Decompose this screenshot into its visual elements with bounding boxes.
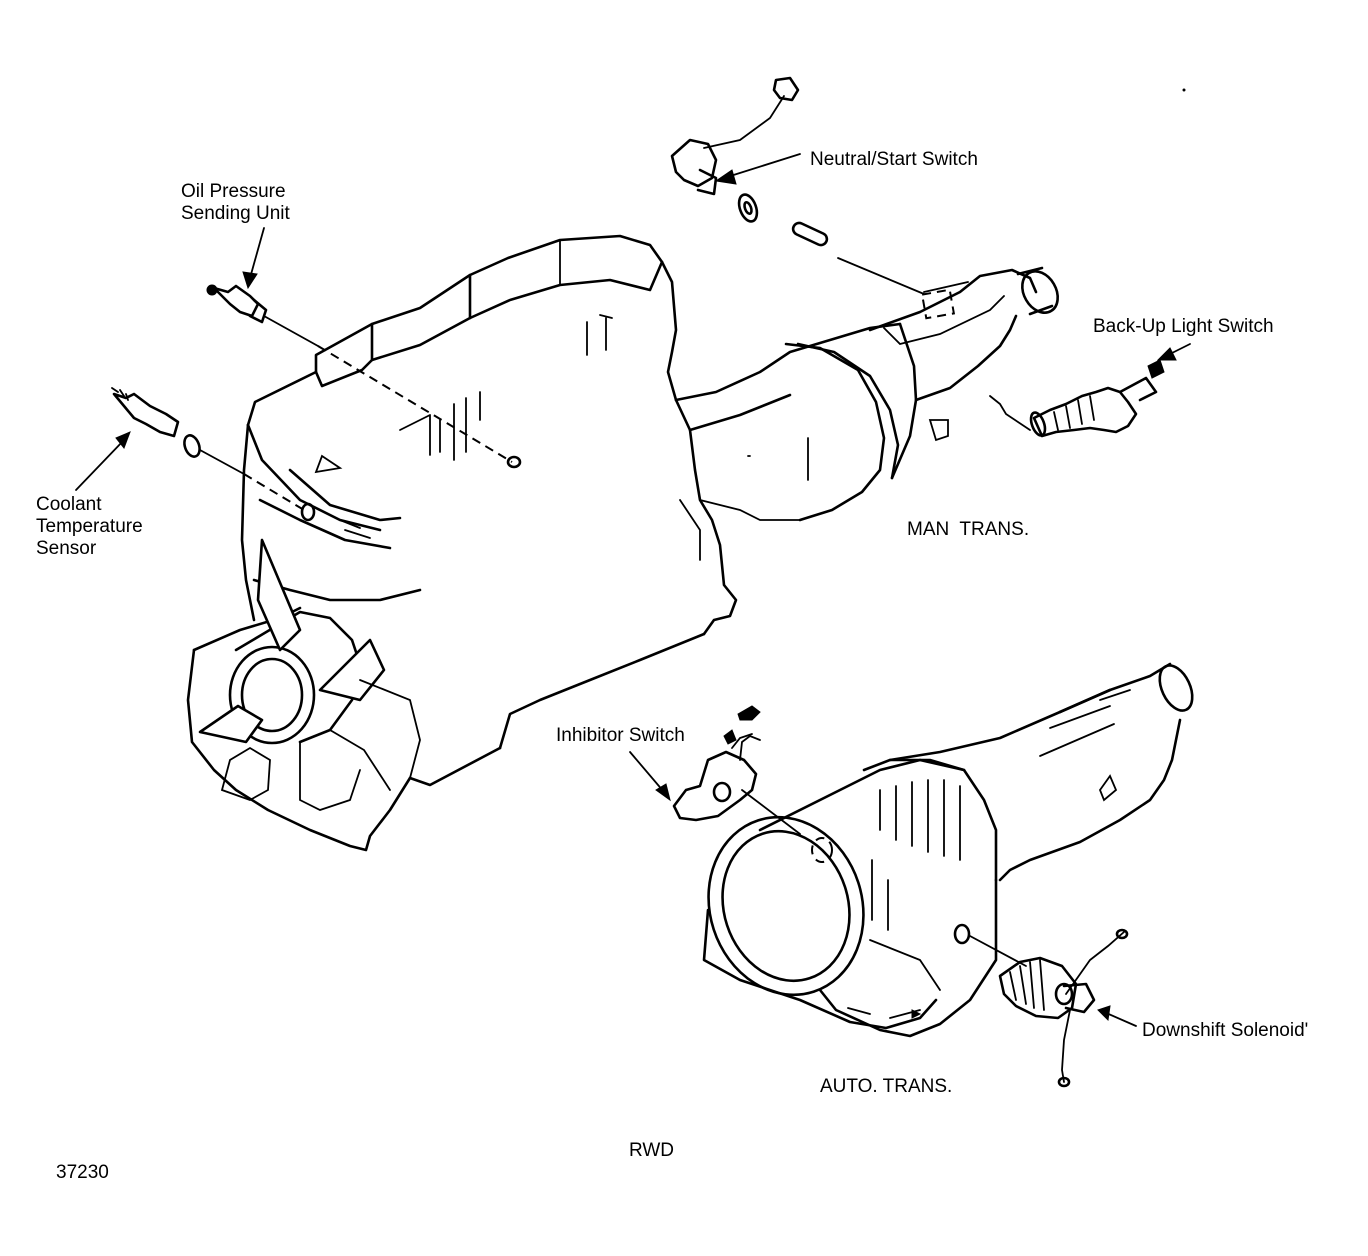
coolant-label-line1: Coolant <box>36 494 102 515</box>
coolant-label-line2: Temperature <box>36 516 143 537</box>
oil-pressure-label-line1: Oil Pressure <box>181 181 286 202</box>
oil-pressure-label-line2: Sending Unit <box>181 203 290 224</box>
callout-arrows <box>75 153 1191 1027</box>
inhibitor-switch <box>672 705 801 835</box>
backup-light-switch <box>989 359 1165 438</box>
engine-block <box>186 234 738 852</box>
man-trans-label: MAN TRANS. <box>907 519 1030 540</box>
rwd-caption: RWD <box>629 1140 675 1161</box>
auto-trans-label: AUTO. TRANS. <box>820 1076 953 1097</box>
backup-light-switch-label: Back-Up Light Switch <box>1093 316 1274 337</box>
neutral-start-switch-label: Neutral/Start Switch <box>810 149 978 170</box>
manual-transmission <box>674 266 1059 522</box>
oil-pressure-sending-unit <box>206 284 522 469</box>
downshift-solenoid <box>969 928 1129 1088</box>
downshift-solenoid-label: Downshift Solenoid' <box>1142 1020 1309 1041</box>
automatic-transmission <box>702 662 1194 1038</box>
coolant-temperature-sensor <box>111 387 316 522</box>
figure-number: 37230 <box>56 1162 109 1183</box>
neutral-start-switch <box>670 76 925 295</box>
inhibitor-switch-label: Inhibitor Switch <box>556 725 685 746</box>
coolant-label-line3: Sensor <box>36 538 97 559</box>
